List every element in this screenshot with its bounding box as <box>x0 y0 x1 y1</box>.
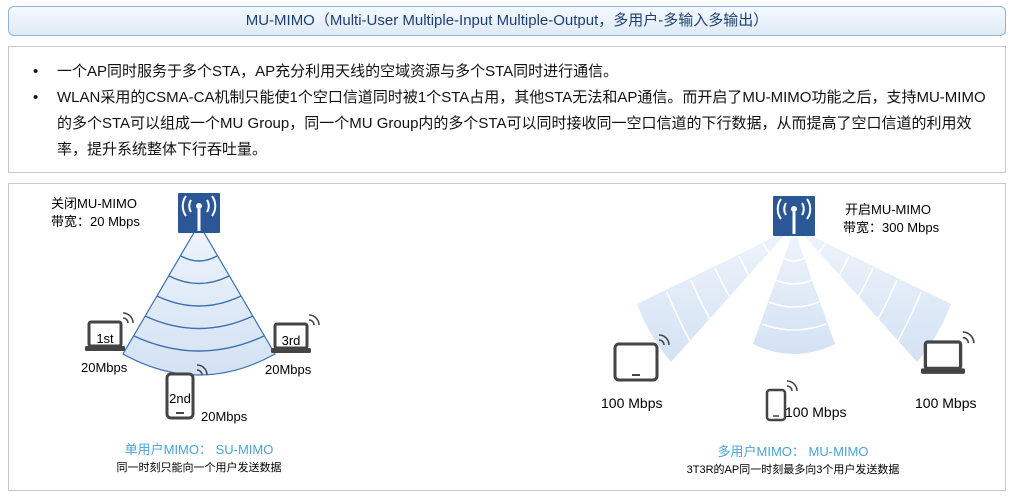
bullet-marker: • <box>33 89 39 106</box>
signal-icon <box>308 314 320 326</box>
right-subcaption: 3T3R的AP同一时刻最多向3个用户发送数据 <box>687 462 900 476</box>
signal-icon <box>122 312 134 324</box>
device-label: 1st <box>96 331 114 346</box>
laptop-icon <box>919 331 975 376</box>
laptop-icon: 1st <box>83 312 134 353</box>
su-beam-waves <box>133 255 265 352</box>
bullet-item: • WLAN采用的CSMA-CA机制只能使1个空口信道同时被1个STA占用，其他… <box>29 85 987 163</box>
device-rate: 100 Mbps <box>915 395 976 411</box>
device-rate: 100 Mbps <box>601 395 662 411</box>
right-status-line1: 开启MU-MIMO <box>845 202 931 217</box>
left-status-line2: 带宽：20 Mbps <box>51 214 140 229</box>
device-rate: 20Mbps <box>81 360 128 375</box>
diagram-panel: 关闭MU-MIMO 带宽：20 Mbps 1st 20Mbps 3rd <box>8 183 1006 491</box>
signal-icon <box>786 380 798 392</box>
bullet-item: • 一个AP同时服务于多个STA，AP充分利用天线的空域资源与多个STA同时进行… <box>29 59 987 85</box>
signal-icon <box>658 334 670 346</box>
left-status-line1: 关闭MU-MIMO <box>51 196 137 211</box>
bullet-text: 一个AP同时服务于多个STA，AP充分利用天线的空域资源与多个STA同时进行通信… <box>57 63 619 80</box>
su-beam-sector <box>122 222 276 376</box>
description-box: • 一个AP同时服务于多个STA，AP充分利用天线的空域资源与多个STA同时进行… <box>8 46 1006 173</box>
bullet-marker: • <box>33 63 39 80</box>
device-rate: 100 Mbps <box>785 404 846 420</box>
tablet-icon <box>613 334 670 382</box>
signal-icon <box>196 364 208 376</box>
mu-beam-center <box>753 230 835 354</box>
right-status-line2: 带宽：300 Mbps <box>843 220 940 235</box>
mu-beam-left <box>637 230 789 362</box>
laptop-icon: 3rd <box>269 314 320 355</box>
right-caption: 多用户MIMO： MU-MIMO <box>718 444 869 459</box>
bullet-text: WLAN采用的CSMA-CA机制只能使1个空口信道同时被1个STA占用，其他ST… <box>57 89 986 158</box>
device-rate: 20Mbps <box>201 409 248 424</box>
phone-icon <box>765 380 798 422</box>
left-caption: 单用户MIMO： SU-MIMO <box>125 442 274 457</box>
mimo-diagram: 关闭MU-MIMO 带宽：20 Mbps 1st 20Mbps 3rd <box>51 191 976 476</box>
mu-beam-right <box>799 230 951 362</box>
phone-icon: 2nd <box>165 364 208 420</box>
device-label: 2nd <box>169 391 191 406</box>
signal-icon <box>962 331 975 344</box>
page-title: MU-MIMO（Multi-User Multiple-Input Multip… <box>8 6 1006 36</box>
access-point-icon <box>176 191 222 235</box>
device-label: 3rd <box>282 333 301 348</box>
left-subcaption: 同一时刻只能向一个用户发送数据 <box>117 460 282 474</box>
access-point-icon <box>771 194 817 238</box>
device-rate: 20Mbps <box>265 362 312 377</box>
